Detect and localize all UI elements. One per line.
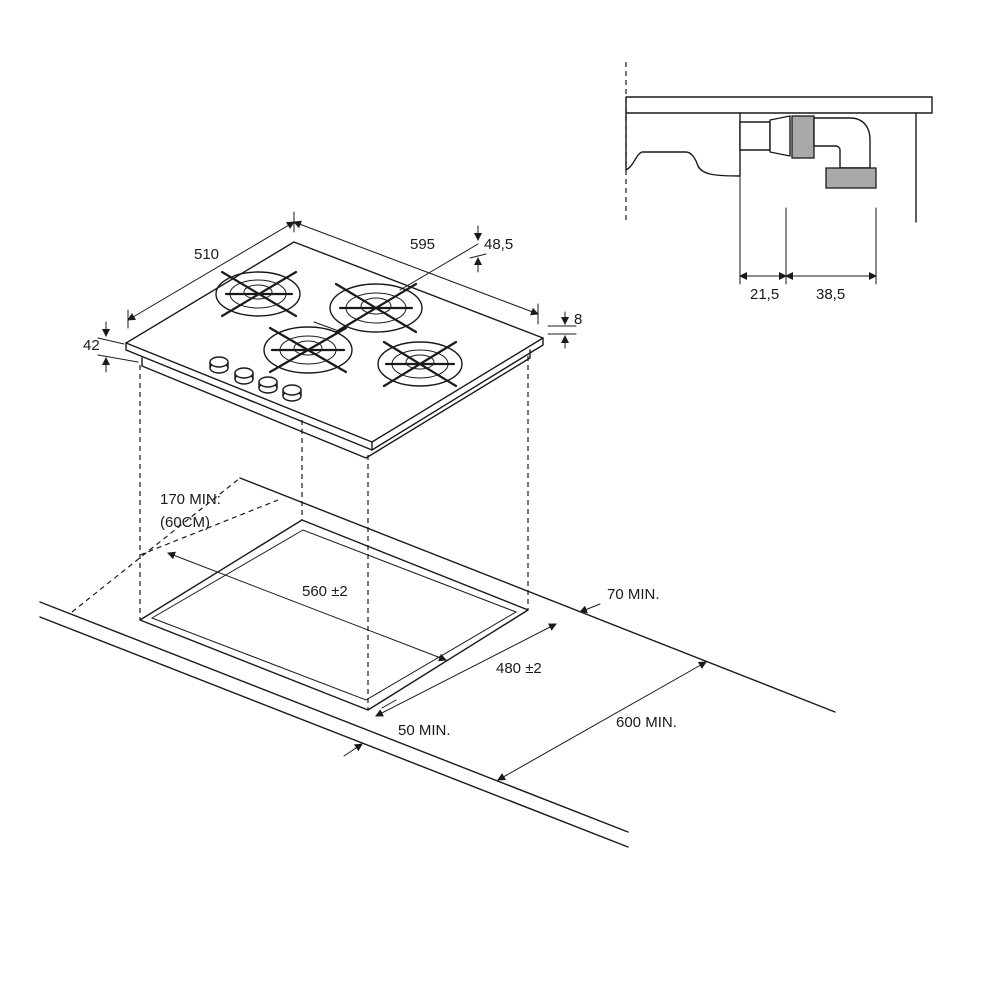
label-min-worktop-depth: 600 MIN. [616, 714, 677, 731]
burner-front-right [377, 340, 463, 388]
label-cutout-width: 560 ±2 [302, 583, 348, 600]
dim-line-50 [343, 743, 363, 757]
dim-line-600 [497, 661, 707, 781]
hob [125, 241, 544, 459]
label-min-distance: 170 MIN: [160, 491, 221, 508]
hob-front-face [125, 342, 373, 451]
burner-front-left [263, 326, 353, 374]
label-connection-length: 38,5 [816, 286, 845, 303]
worktop-front-edge-top [39, 601, 629, 833]
knob-icon [209, 356, 229, 374]
hob-dimensions [97, 211, 577, 373]
connector-fitting [791, 115, 815, 159]
worktop-section [625, 96, 933, 114]
label-hob-width: 595 [410, 236, 435, 253]
label-hob-height: 42 [83, 337, 100, 354]
label-burner-height: 48,5 [484, 236, 513, 253]
control-knobs [209, 356, 302, 402]
elbow-pipe [813, 117, 871, 169]
worktop-front-edge-bottom [39, 616, 629, 848]
knob-icon [234, 367, 254, 385]
elbow-fitting [825, 167, 877, 189]
knob-icon [258, 376, 278, 394]
worktop-back-edge [239, 477, 836, 713]
knob-icon [282, 384, 302, 402]
gas-connection-detail [625, 62, 933, 285]
worktop [39, 477, 836, 848]
hob-side-face [371, 337, 544, 451]
label-min-front-distance: 50 MIN. [398, 722, 451, 739]
label-min-back-distance: 70 MIN. [607, 586, 660, 603]
dim-line-510 [127, 221, 295, 321]
label-cutout-depth: 480 ±2 [496, 660, 542, 677]
cutout-dimensions [167, 551, 707, 781]
label-connection-offset: 21,5 [750, 286, 779, 303]
wall-cabinet-distance-line [139, 499, 279, 556]
label-glass-thickness: 8 [574, 311, 582, 328]
labels: 510 595 48,5 8 42 170 MIN: (60CM) 560 ±2… [83, 236, 845, 739]
dim-line-70 [579, 603, 601, 614]
label-min-distance-note: (60CM) [160, 514, 210, 531]
connector-nut [739, 121, 771, 151]
cutout-outline [139, 519, 529, 711]
dim-extension-48-5 [399, 243, 479, 291]
hob-top-surface [125, 241, 544, 443]
dim-line-480 [375, 623, 557, 717]
label-hob-depth: 510 [194, 246, 219, 263]
hob-body [141, 349, 531, 459]
cutout [139, 519, 529, 711]
dim-line-595 [293, 220, 539, 316]
cutout-inner-edge [150, 529, 518, 701]
hob-profile [625, 112, 741, 177]
